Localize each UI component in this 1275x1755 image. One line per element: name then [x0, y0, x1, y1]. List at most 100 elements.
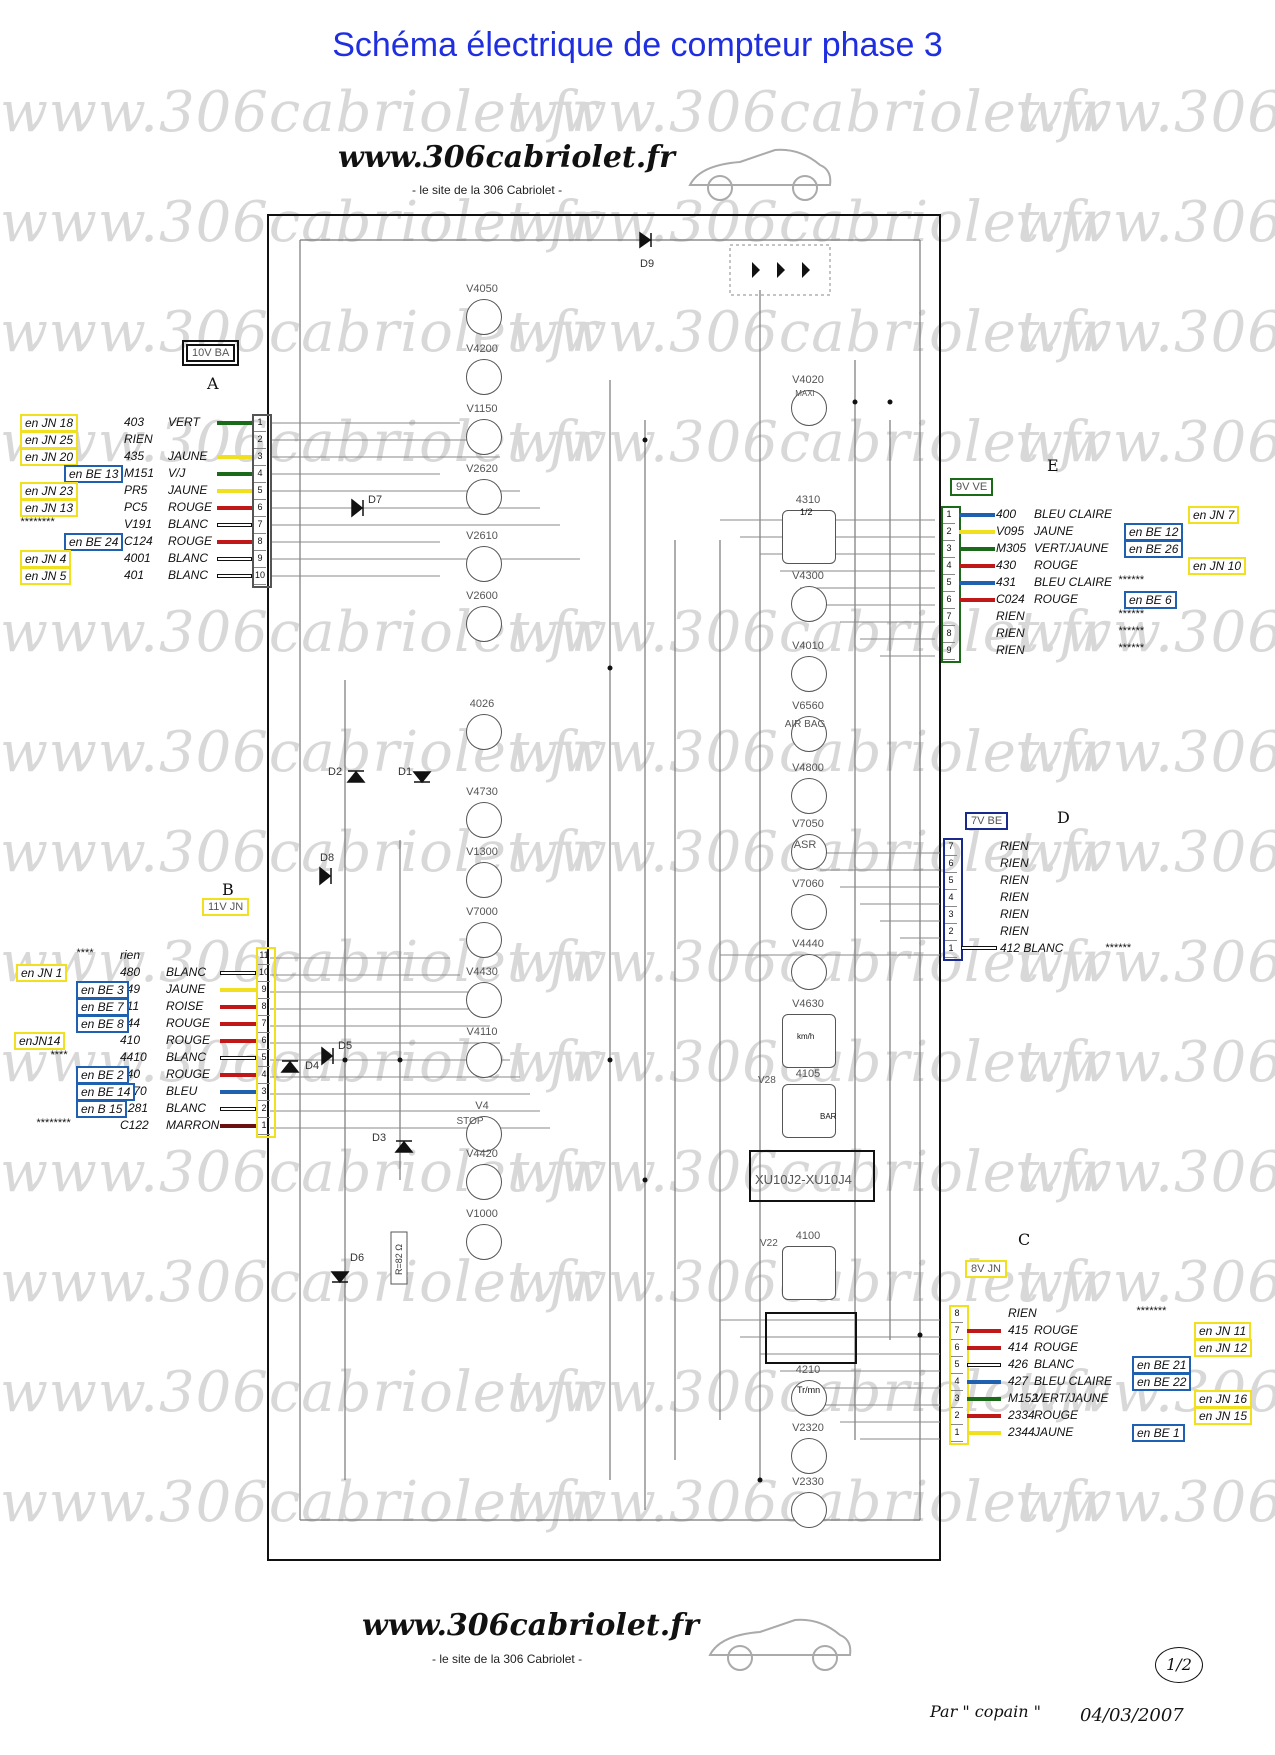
not-connected-marker: ******	[1118, 608, 1144, 620]
pin-number: 4	[945, 889, 957, 907]
gauge-icon	[782, 1084, 836, 1138]
page-title: Schéma électrique de compteur phase 3	[332, 26, 943, 64]
wire-stub	[967, 1345, 1001, 1350]
not-connected-marker: ********	[20, 516, 55, 528]
connector-e-label: 9V VE	[950, 478, 994, 496]
connector-d-label: 7V BE	[965, 812, 1009, 830]
not-connected-marker: ****	[50, 1049, 68, 1061]
cross-reference-tag: en JN 25	[20, 431, 79, 449]
component-label: V4020	[792, 374, 824, 386]
pin-number: 5	[951, 1356, 963, 1374]
connector-D-housing	[943, 838, 963, 961]
engine-variant-label: XU10J2-XU10J4	[755, 1172, 852, 1187]
wire-stub	[217, 454, 252, 459]
component-label: V7050	[792, 818, 824, 830]
cabriolet-car-icon-top	[688, 148, 832, 201]
wire-color: ROUGE	[168, 534, 213, 548]
v22-label: V22	[760, 1238, 778, 1249]
wire-color: BLANC	[166, 965, 207, 979]
wire-stub	[220, 1089, 256, 1094]
indicator-lamp-icon	[466, 359, 502, 395]
wire-code: 401	[124, 568, 145, 582]
component-label: V2610	[466, 530, 498, 542]
connector-b-label: 11V JN	[202, 898, 250, 916]
cross-reference-tag: en JN 5	[20, 567, 72, 585]
indicator-lamp-icon	[791, 586, 827, 622]
not-connected-marker: *******	[1136, 1305, 1166, 1317]
cross-reference-tag: en JN 18	[20, 414, 79, 432]
pin-number: 7	[254, 516, 266, 534]
wire-code: C122	[120, 1118, 149, 1132]
diode-label: D6	[350, 1252, 365, 1264]
component-label: 4105	[795, 1068, 821, 1080]
indicator-lamp-icon	[791, 778, 827, 814]
wire-code: 2344	[1008, 1425, 1035, 1439]
gauge-icon	[782, 1246, 836, 1300]
wire-code: V191	[124, 517, 153, 531]
wire-code: PR5	[124, 483, 148, 497]
wire-color: JAUNE	[168, 449, 208, 463]
cross-reference-tag: en JN 12	[1194, 1339, 1253, 1357]
wire-code: 412 BLANC	[1000, 941, 1064, 955]
component-label: V2620	[466, 463, 498, 475]
wire-stub	[220, 1021, 256, 1026]
component-label: V2600	[466, 590, 498, 602]
component-label: V4	[475, 1100, 489, 1112]
connector-E-housing	[941, 506, 961, 663]
stop-label: STOP	[456, 1116, 484, 1127]
pin-number: 2	[943, 523, 955, 541]
indicator-lamp-icon	[466, 1224, 502, 1260]
component-label: 4310	[795, 494, 821, 506]
wire-color: ROISE	[166, 999, 204, 1013]
connector-B-housing	[256, 947, 276, 1138]
component-label: V4110	[466, 1026, 498, 1038]
tr-mn-label: Tr/mn	[797, 1385, 821, 1395]
diode-label: D2	[328, 766, 343, 778]
v28-label: V28	[758, 1075, 776, 1086]
wire-code: 431	[996, 575, 1017, 589]
pin-number: 10	[254, 567, 266, 585]
pin-number: 6	[258, 1032, 270, 1050]
wire-color: BLEU CLAIRE	[1034, 575, 1113, 589]
wire-stub	[220, 1106, 256, 1111]
km-h-label: km/h	[797, 1032, 815, 1041]
module-box-2	[765, 1312, 857, 1364]
airbag-label: AIR BAG	[784, 719, 826, 730]
wire-stub	[961, 946, 997, 950]
not-connected-marker: ******	[1118, 574, 1144, 586]
asr-label: ASR	[793, 839, 817, 851]
author: Par " copain "	[930, 1702, 1042, 1721]
cross-reference-tag: en BE 26	[1124, 540, 1184, 558]
wire-color: BLEU CLAIRE	[1034, 507, 1113, 521]
cross-reference-tag: en B 15	[76, 1100, 128, 1118]
wire-stub	[217, 539, 252, 544]
pin-number: 1	[945, 940, 957, 958]
cross-reference-tag: en JN 1	[16, 964, 68, 982]
pin-number: 1	[254, 414, 266, 432]
connector-c-letter: C	[1018, 1230, 1031, 1249]
cross-reference-tag: en JN 23	[20, 482, 79, 500]
not-connected-marker: ****	[76, 947, 94, 959]
wire-stub	[959, 580, 995, 585]
indicator-lamp-icon	[791, 656, 827, 692]
component-label: V6560	[792, 700, 824, 712]
wire-color: ROUGE	[166, 1016, 211, 1030]
cross-reference-tag: en BE 3	[76, 981, 129, 999]
wire-color: V/J	[168, 466, 186, 480]
wire-stub	[217, 420, 252, 425]
wire-code: C124	[124, 534, 153, 548]
cross-reference-tag: en JN 10	[1188, 557, 1247, 575]
wire-stub	[967, 1379, 1001, 1384]
wire-stub	[220, 970, 256, 975]
connector-A-housing	[252, 414, 272, 588]
component-label: V2320	[792, 1422, 824, 1434]
wire-stub	[967, 1396, 1001, 1401]
pin-number: 3	[254, 448, 266, 466]
date: 04/03/2007	[1080, 1705, 1184, 1726]
wire-color: VERT/JAUNE	[1034, 541, 1109, 555]
wire-color: JAUNE	[168, 483, 208, 497]
connector-b-letter: B	[222, 880, 234, 899]
wire-color: ROUGE	[1034, 1408, 1079, 1422]
wire-stub	[967, 1430, 1001, 1435]
pin-number: 3	[951, 1390, 963, 1408]
